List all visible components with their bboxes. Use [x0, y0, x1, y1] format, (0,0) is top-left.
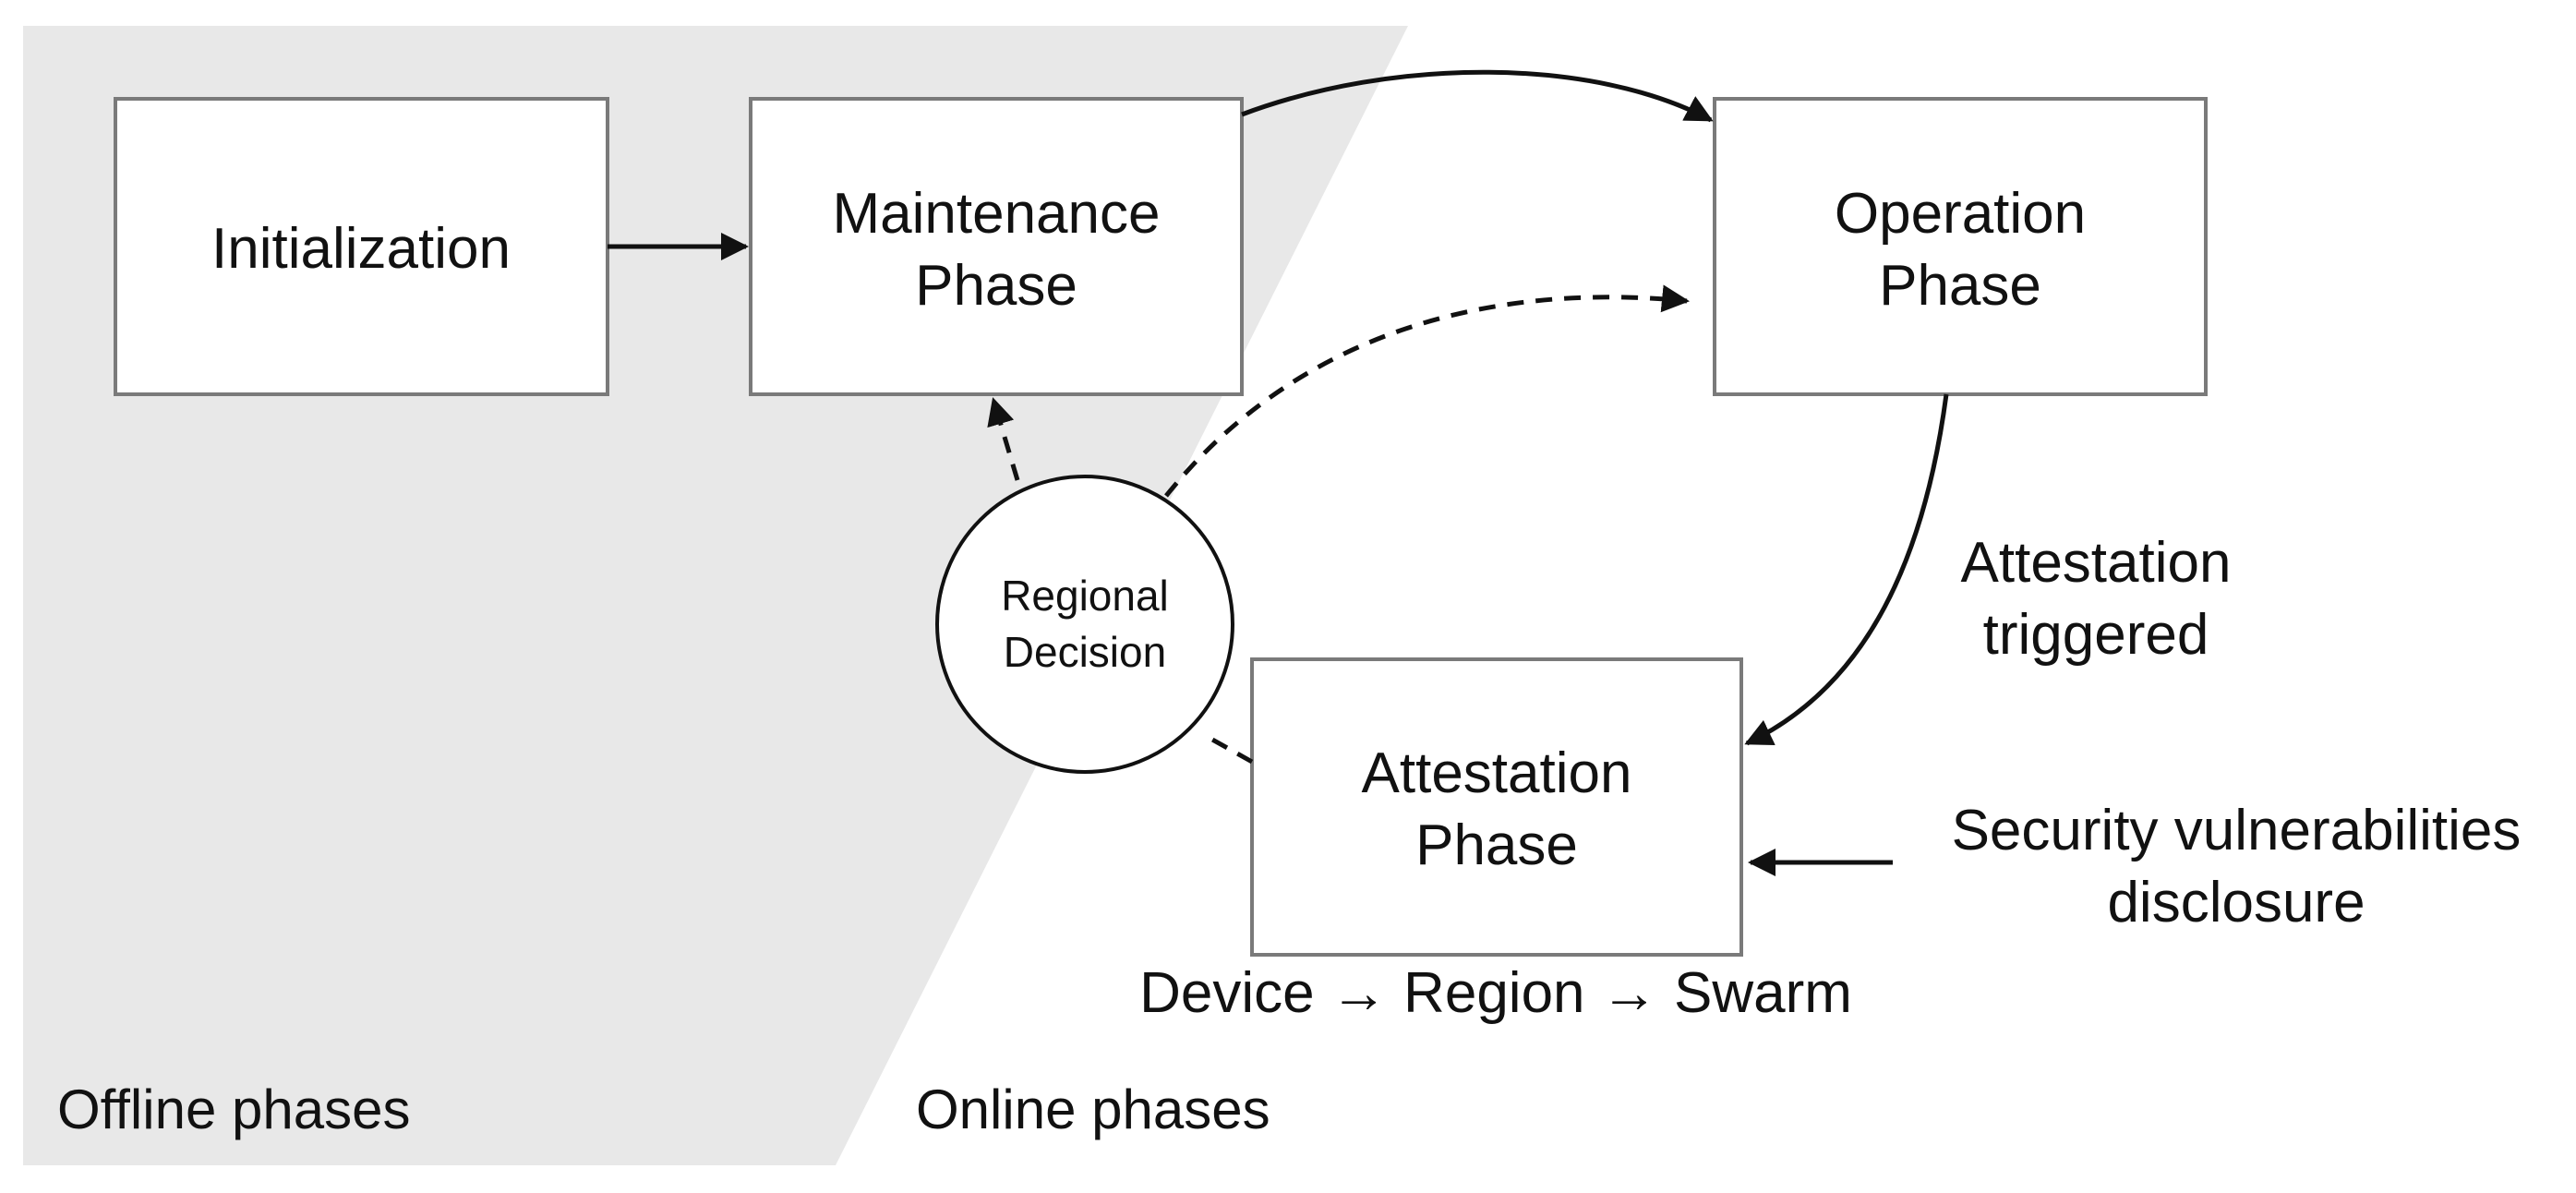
security-vulnerabilities-label-line-2: disclosure: [2107, 871, 2365, 934]
decision-to-maintenance-dashed-arrow: [987, 397, 1020, 481]
attestation-scope-label: Device → Region → Swarm: [1139, 961, 1852, 1025]
attestation-phase-label-line-2: Phase: [1415, 813, 1578, 877]
attestation-phase-node: Attestation Phase: [1250, 657, 1743, 957]
attestation-phase-label-line-1: Attestation: [1362, 741, 1632, 805]
maintenance-phase-label-line-2: Phase: [915, 254, 1077, 318]
attestation-triggered-label-line-1: Attestation: [1961, 531, 2232, 595]
attestation-triggered-label-line-2: triggered: [1983, 603, 2209, 667]
maintenance-phase-label-line-1: Maintenance: [832, 182, 1160, 246]
initialization-node: Initialization: [114, 97, 609, 396]
attestation-to-decision-dashed-line: [1204, 733, 1254, 765]
maintenance-phase-node: Maintenance Phase: [749, 97, 1244, 396]
operation-to-attestation-arrow: [1744, 393, 1949, 746]
operation-phase-label-line-2: Phase: [1879, 254, 2041, 318]
security-vulnerabilities-label-line-1: Security vulnerabilities: [1952, 799, 2522, 862]
operation-phase-label-line-1: Operation: [1835, 182, 2086, 246]
initialization-label: Initialization: [211, 217, 511, 281]
offline-phases-label: Offline phases: [57, 1079, 410, 1140]
online-phases-label: Online phases: [916, 1079, 1270, 1140]
regional-decision-node: Regional Decision: [935, 475, 1234, 774]
decision-to-operation-dashed-arrow: [1164, 284, 1690, 498]
regional-decision-label-line-2: Decision: [1004, 628, 1166, 676]
maintenance-to-operation-arrow: [1241, 69, 1714, 123]
operation-phase-node: Operation Phase: [1713, 97, 2208, 396]
regional-decision-label-line-1: Regional: [1001, 572, 1169, 620]
